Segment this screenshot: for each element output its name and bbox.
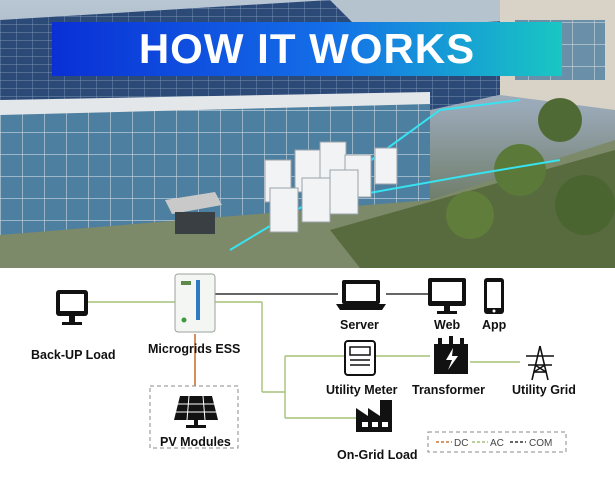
monitor-icon	[56, 290, 88, 325]
banner-title: HOW IT WORKS	[138, 25, 476, 72]
legend-ac-label: AC	[490, 438, 504, 449]
app-label: App	[482, 318, 507, 332]
solar-panel-icon	[174, 395, 218, 428]
legend: DC AC COM	[427, 431, 567, 453]
pv-modules-label: PV Modules	[160, 435, 231, 449]
hero-image: HOW IT WORKS	[0, 0, 615, 268]
backup-load-label: Back-UP Load	[31, 348, 116, 362]
desktop-icon	[428, 278, 466, 314]
battery-cabinet-icon	[174, 273, 216, 333]
web-label: Web	[434, 318, 461, 332]
connection-lines: DC AC COM	[56, 273, 567, 453]
utility-meter-label: Utility Meter	[326, 383, 398, 397]
transformer-label: Transformer	[412, 383, 485, 397]
microgrids-ess-label: Microgrids ESS	[148, 342, 241, 356]
on-grid-load-label: On-Grid Load	[337, 448, 418, 462]
system-diagram: DC AC COM	[0, 268, 615, 480]
transformer-icon	[434, 336, 468, 374]
factory-icon	[356, 400, 392, 432]
legend-dc-label: DC	[454, 438, 468, 449]
utility-grid-label: Utility Grid	[512, 383, 576, 397]
meter-icon	[344, 340, 376, 376]
title-banner: HOW IT WORKS	[52, 22, 562, 76]
transmission-tower-icon	[526, 345, 554, 381]
laptop-icon	[336, 280, 386, 310]
server-label: Server	[340, 318, 379, 332]
legend-com-label: COM	[529, 438, 552, 449]
smartphone-icon	[484, 278, 504, 314]
pv-box	[149, 385, 239, 449]
